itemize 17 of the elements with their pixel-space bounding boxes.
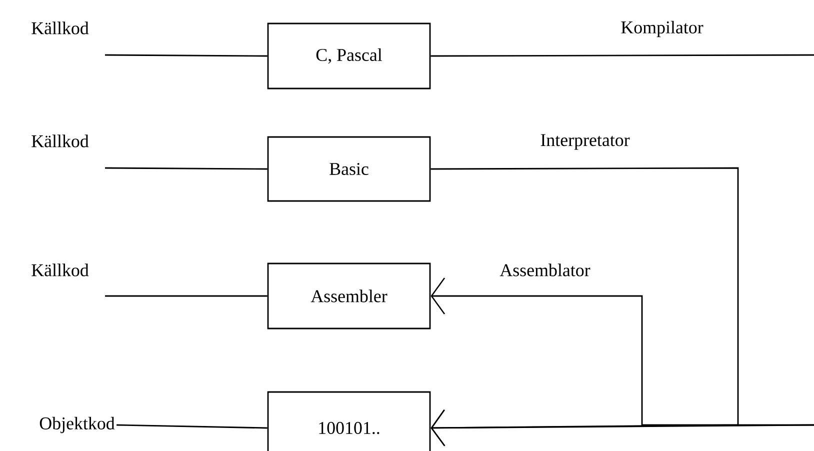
edge-label: Kompilator bbox=[621, 20, 704, 38]
text-label: Källkod bbox=[32, 22, 89, 34]
text-label: Objektkod bbox=[40, 416, 115, 434]
edge-label: Assemblator bbox=[500, 264, 590, 276]
edge-label: Interpretator bbox=[540, 134, 630, 150]
text-label: Källkod bbox=[32, 264, 89, 276]
connector-line bbox=[116, 424, 268, 429]
process-box: Assembler bbox=[267, 262, 431, 330]
connector-line bbox=[430, 54, 814, 57]
connector-line bbox=[105, 295, 268, 297]
connector-line bbox=[105, 54, 268, 57]
process-box: C, Pascal bbox=[267, 22, 431, 90]
connector-line bbox=[430, 410, 814, 446]
text-label: Källkod bbox=[32, 134, 89, 148]
process-box: Basic bbox=[267, 136, 431, 202]
process-box: 100101.. bbox=[267, 391, 431, 451]
connector-line bbox=[105, 167, 268, 170]
